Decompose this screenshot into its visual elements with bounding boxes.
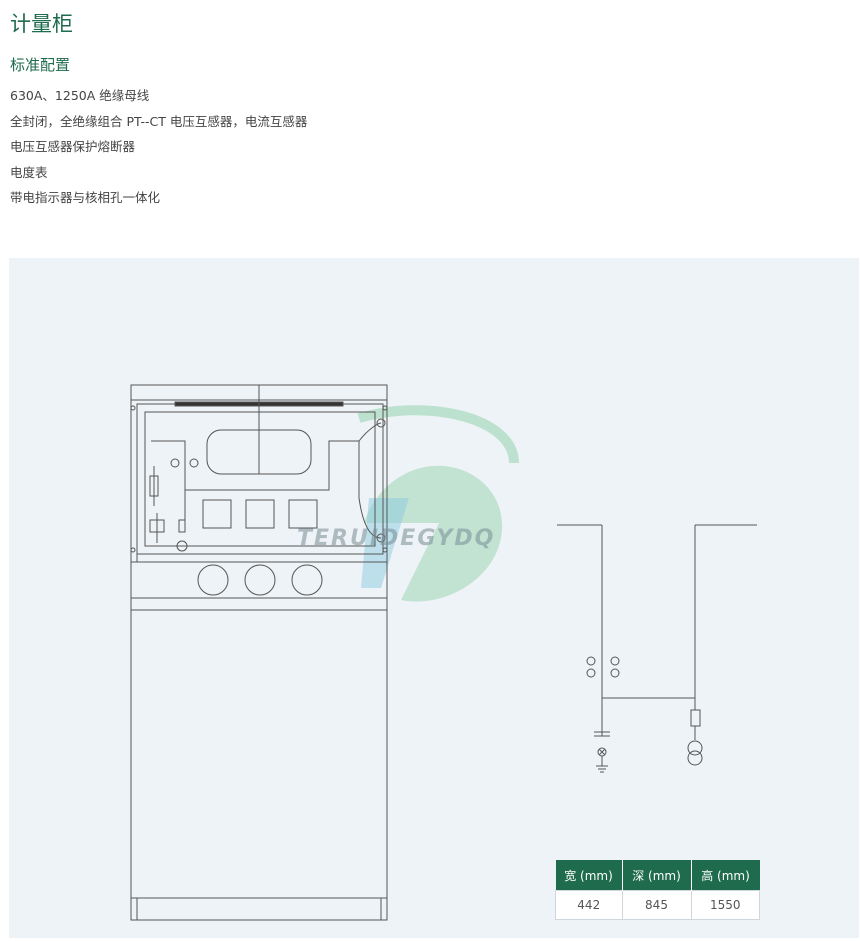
value-depth: 845 [621, 890, 692, 920]
list-item: 630A、1250A 绝缘母线 [10, 88, 150, 103]
single-line-diagram [557, 524, 757, 773]
header-width: 宽 (mm) [555, 860, 623, 891]
value-height: 1550 [690, 890, 760, 920]
cabinet-front-view [130, 384, 388, 921]
header-height: 高 (mm) [691, 860, 760, 891]
value-width: 442 [555, 890, 623, 920]
list-item: 带电指示器与核相孔一体化 [10, 190, 161, 205]
dimensions-table: 宽 (mm) 深 (mm) 高 (mm) 442 845 1550 [555, 860, 760, 920]
list-item: 电压互感器保护熔断器 [10, 139, 136, 154]
watermark-text: TERUIDEGYDQ [297, 526, 496, 551]
page-title: 计量柜 [10, 12, 73, 36]
section-subtitle: 标准配置 [10, 56, 71, 74]
watermark-logo [357, 405, 519, 602]
cabinet-figure: TERUIDEGYDQ [9, 258, 859, 938]
cabinet-drawing [130, 384, 757, 921]
table-row: 442 845 1550 [555, 890, 760, 920]
feature-list: 630A、1250A 绝缘母线 全封闭，全绝缘组合 PT--CT 电压互感器，电… [10, 86, 307, 214]
list-item: 全封闭，全绝缘组合 PT--CT 电压互感器，电流互感器 [10, 113, 308, 129]
list-item: 电度表 [10, 164, 48, 180]
header-depth: 深 (mm) [622, 860, 692, 891]
